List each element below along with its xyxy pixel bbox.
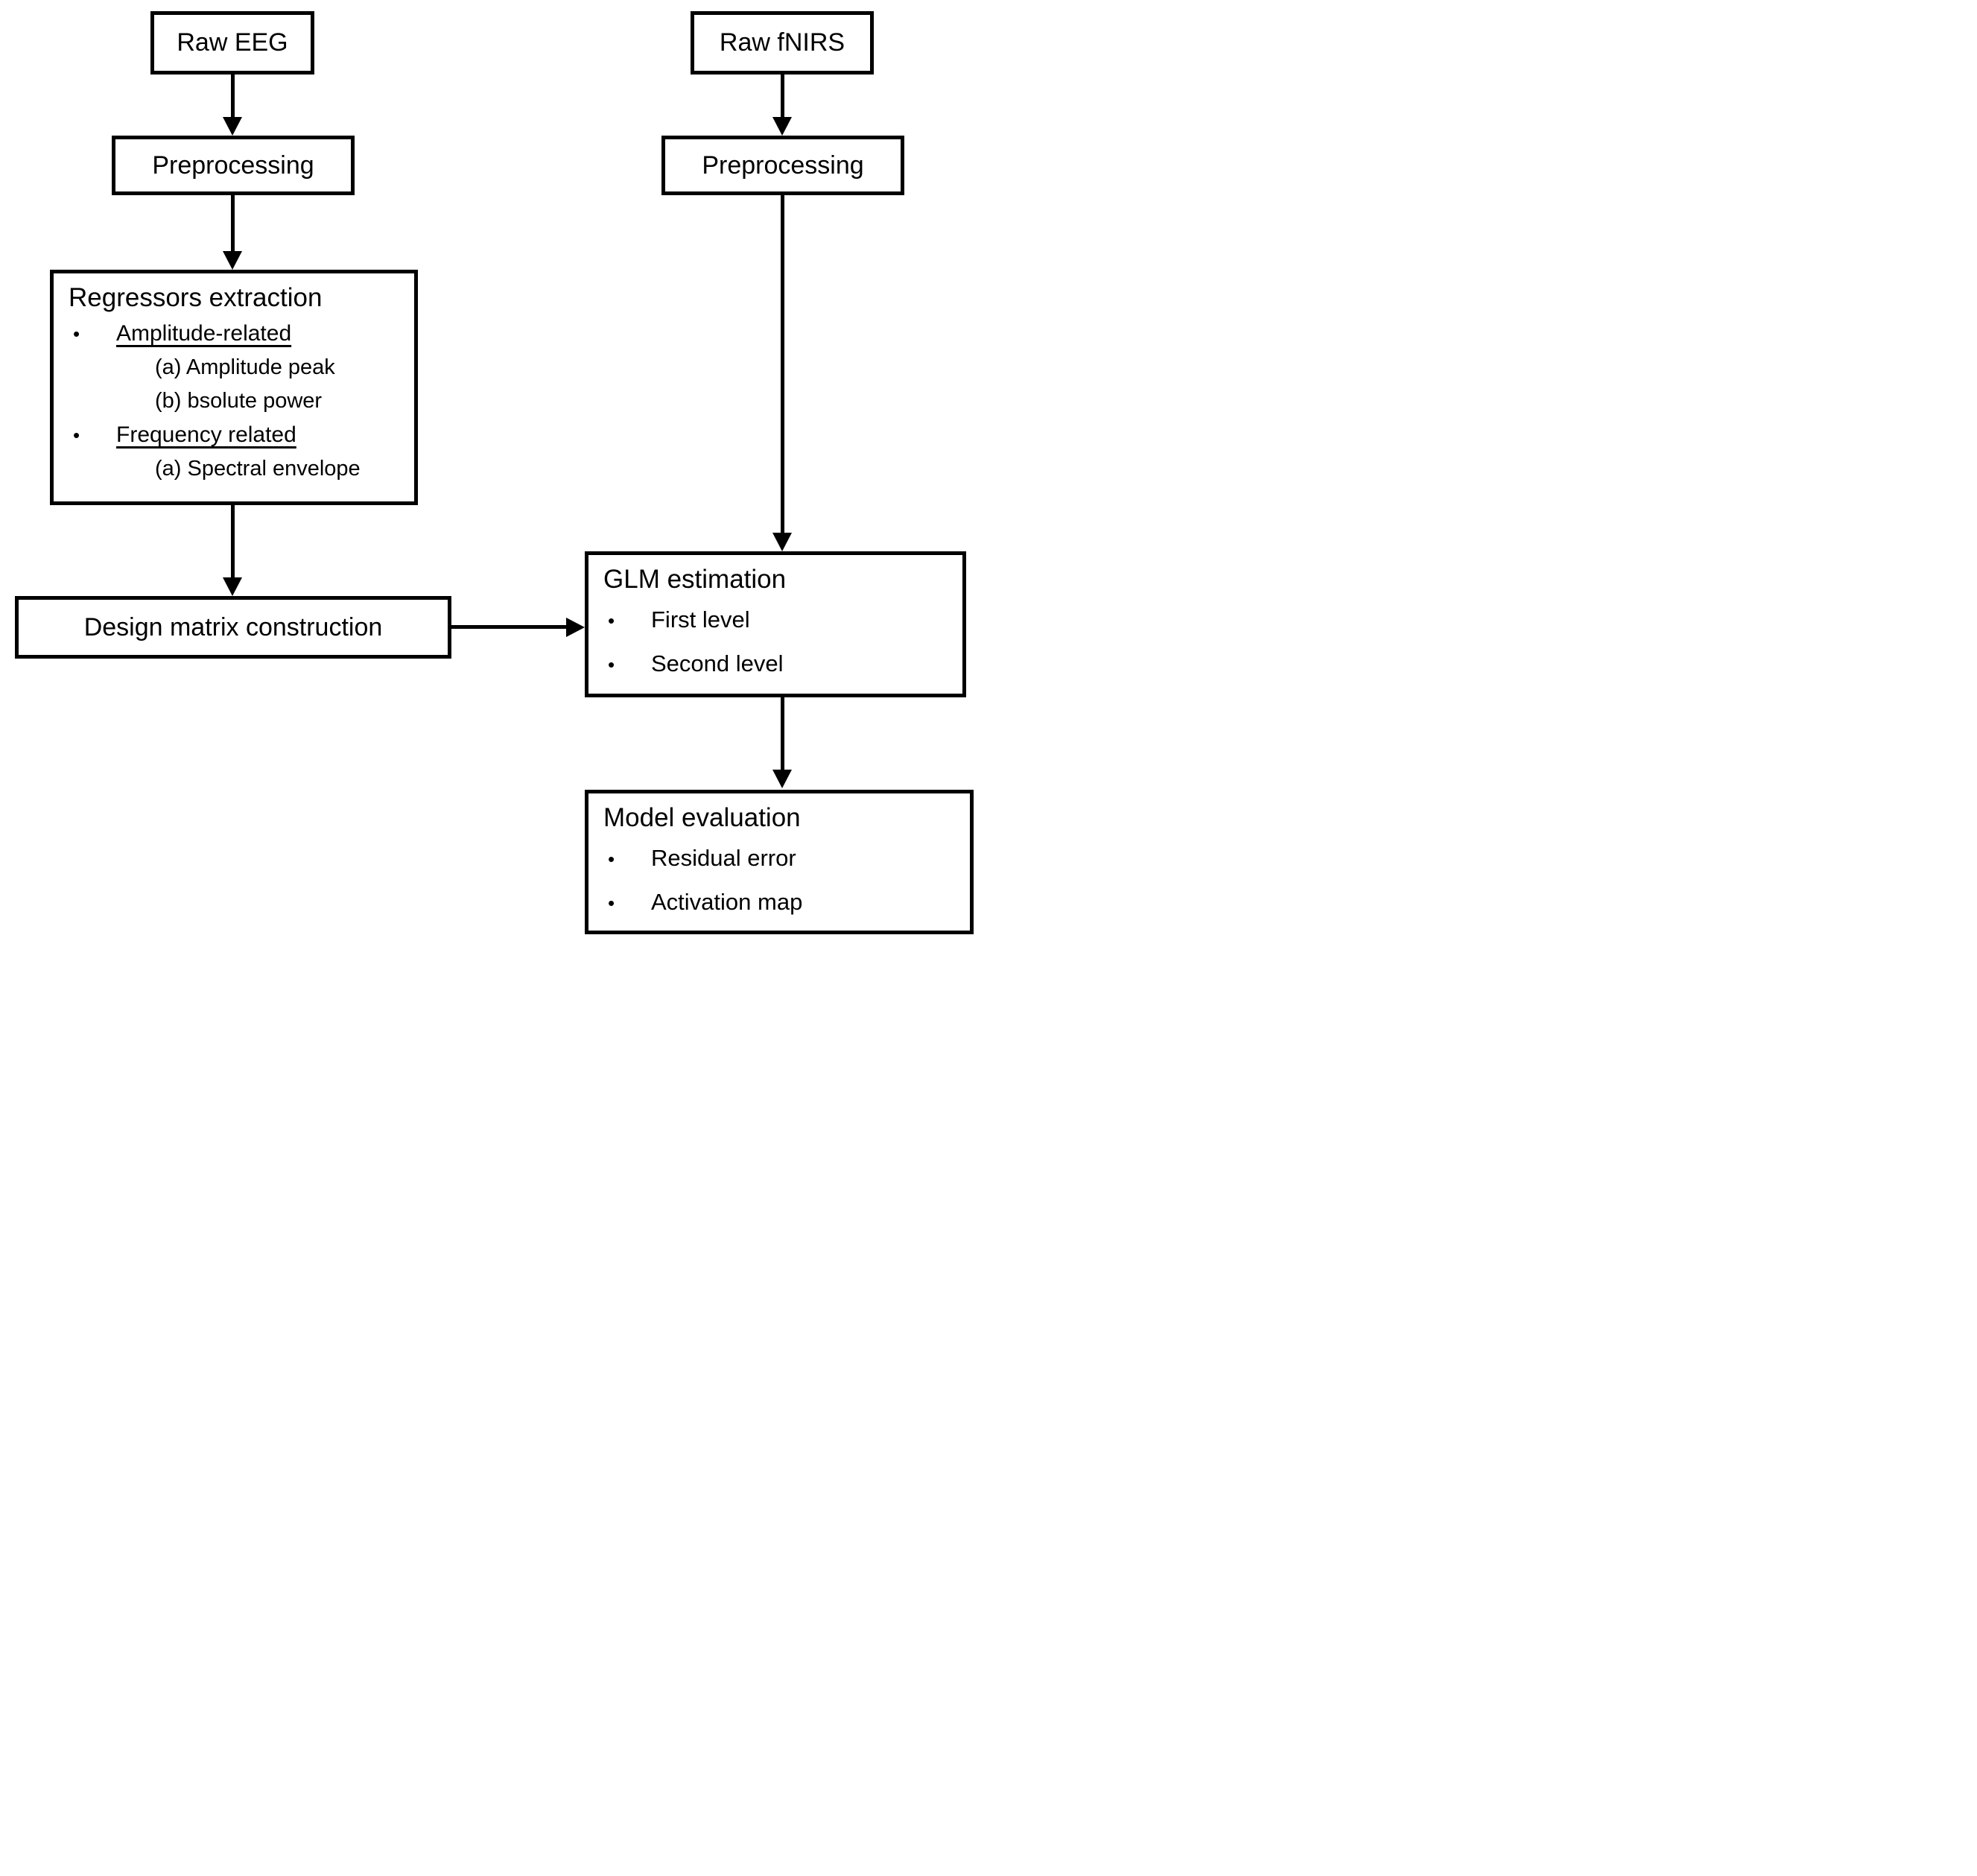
arrow-raw-fnirs-to-preprocessing-head	[772, 117, 792, 136]
glm-bullet-second-level-label: Second level	[651, 650, 784, 676]
node-raw-eeg-label: Raw EEG	[177, 28, 288, 57]
glm-bullet-first-level-label: First level	[651, 606, 750, 633]
arrow-design-matrix-to-glm-shaft	[451, 625, 569, 629]
bullet-icon: •	[608, 653, 615, 676]
node-design-matrix: Design matrix construction	[15, 596, 451, 659]
node-raw-fnirs: Raw fNIRS	[691, 11, 874, 75]
model-evaluation-title: Model evaluation	[603, 803, 801, 832]
arrow-glm-to-model-evaluation-shaft	[781, 697, 784, 772]
model-evaluation-bullet-residual-error-label: Residual error	[651, 845, 796, 871]
node-preprocessing-fnirs-label: Preprocessing	[702, 150, 864, 180]
node-raw-fnirs-label: Raw fNIRS	[719, 28, 845, 57]
model-evaluation-bullet-activation-map-label: Activation map	[651, 889, 803, 915]
arrow-preprocessing-to-regressors-shaft	[231, 195, 235, 253]
bullet-icon: •	[73, 323, 80, 345]
node-raw-eeg: Raw EEG	[150, 11, 314, 75]
node-glm-estimation: GLM estimation • First level • Second le…	[585, 551, 966, 697]
arrow-preprocessing-fnirs-to-glm-head	[772, 533, 792, 551]
regressors-bullet-amplitude-label: Amplitude-related	[116, 321, 292, 346]
arrow-preprocessing-fnirs-to-glm-shaft	[781, 195, 784, 535]
regressors-bullet-amplitude: • Amplitude-related	[69, 317, 407, 351]
node-regressors-extraction: Regressors extraction • Amplitude-relate…	[50, 270, 418, 505]
arrow-raw-eeg-to-preprocessing-head	[223, 117, 242, 136]
bullet-icon: •	[608, 848, 615, 870]
regressors-subitem-absolute-power: (b) bsolute power	[155, 389, 323, 413]
arrow-design-matrix-to-glm-head	[566, 618, 585, 637]
regressors-subitem-amplitude-peak: (a) Amplitude peak	[155, 355, 335, 379]
glm-bullet-second-level: • Second level	[603, 642, 955, 686]
arrow-raw-eeg-to-preprocessing-shaft	[231, 75, 235, 119]
regressors-subitem-spectral-envelope: (a) Spectral envelope	[155, 457, 361, 481]
glm-bullet-first-level: • First level	[603, 598, 955, 642]
regressors-bullet-frequency-label: Frequency related	[116, 422, 296, 447]
bullet-icon: •	[608, 609, 615, 632]
regressors-extraction-title: Regressors extraction	[69, 283, 323, 312]
regressors-bullet-frequency: • Frequency related	[69, 418, 407, 452]
glm-estimation-title: GLM estimation	[603, 565, 787, 594]
arrow-raw-fnirs-to-preprocessing-shaft	[781, 75, 784, 119]
node-preprocessing-eeg-label: Preprocessing	[152, 150, 314, 180]
bullet-icon: •	[73, 424, 80, 446]
node-model-evaluation: Model evaluation • Residual error • Acti…	[585, 790, 974, 934]
arrow-regressors-to-design-matrix-shaft	[231, 505, 235, 580]
flowchart-canvas: Raw EEG Preprocessing Regressors extract…	[0, 0, 988, 938]
node-preprocessing-fnirs: Preprocessing	[661, 136, 904, 195]
node-preprocessing-eeg: Preprocessing	[112, 136, 355, 195]
node-design-matrix-label: Design matrix construction	[83, 612, 383, 641]
arrow-regressors-to-design-matrix-head	[223, 577, 242, 596]
model-evaluation-bullet-activation-map: • Activation map	[603, 881, 962, 925]
arrow-glm-to-model-evaluation-head	[772, 770, 792, 788]
bullet-icon: •	[608, 892, 615, 914]
model-evaluation-bullet-residual-error: • Residual error	[603, 837, 962, 881]
arrow-preprocessing-to-regressors-head	[223, 251, 242, 270]
